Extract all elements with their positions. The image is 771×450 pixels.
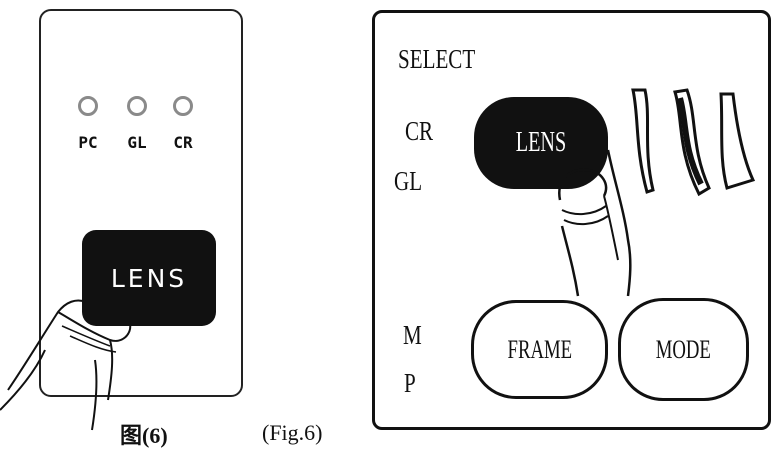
gl-indicator-light	[127, 96, 147, 116]
pc-indicator-label: PC	[78, 133, 98, 152]
device-panel-left	[39, 9, 243, 397]
pc-indicator-light	[78, 96, 98, 116]
mode-button[interactable]: MODE	[618, 298, 749, 401]
select-label: SELECT	[398, 44, 476, 74]
lens-button-sketch[interactable]: LENS	[474, 97, 608, 189]
lens-button-sketch-label: LENS	[515, 127, 567, 158]
figure-caption-chinese: 图(6)	[120, 423, 168, 448]
cr-indicator-label: CR	[173, 133, 193, 152]
cr-indicator-light	[173, 96, 193, 116]
mode-button-label: MODE	[655, 334, 712, 364]
p-label: P	[404, 368, 416, 398]
figure-caption-english: (Fig.6)	[262, 420, 323, 445]
m-label: M	[403, 320, 422, 350]
lens-button[interactable]: LENS	[82, 230, 216, 326]
frame-button-label: FRAME	[507, 334, 572, 364]
cr-label: CR	[405, 116, 434, 146]
lens-shapes-icon	[631, 88, 756, 197]
gl-label: GL	[394, 166, 423, 196]
frame-button[interactable]: FRAME	[471, 300, 608, 399]
gl-indicator-label: GL	[127, 133, 147, 152]
pressing-finger-left-icon	[0, 299, 132, 431]
lens-button-label: LENS	[110, 263, 188, 293]
pressing-finger-right-icon	[558, 149, 632, 297]
